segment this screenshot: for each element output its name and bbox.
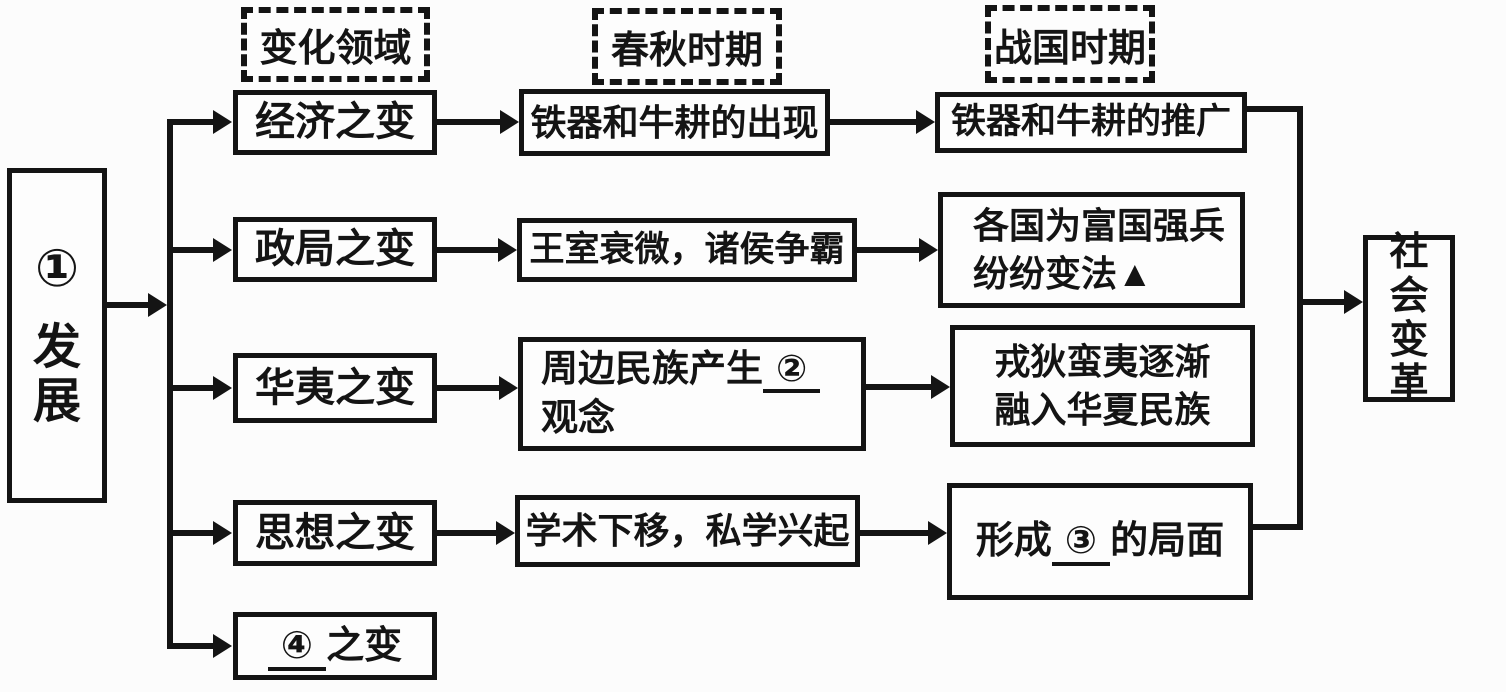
- arrowhead-branch-economy: [213, 110, 232, 134]
- connector-branch-politics: [167, 247, 213, 253]
- node-text: 纷纷变法▲: [973, 253, 1153, 294]
- arrowhead-branch-huayi: [213, 376, 232, 400]
- node-royal-decline-hegemony: 王室衰微，诸侯争霸: [517, 218, 857, 282]
- arrowhead-spring-to-warring-huayi: [931, 375, 950, 399]
- node-text: 各国为富国强兵: [973, 205, 1226, 247]
- node-huayi-change: 华夷之变: [233, 353, 437, 423]
- connector-spring-to-warring-economy: [830, 119, 916, 125]
- node-text: 周边民族产生: [541, 348, 763, 390]
- connector-spring-to-warring-huayi: [866, 384, 931, 390]
- header-warring-states-label: 战国时期: [993, 27, 1146, 70]
- arrowhead-spring-to-warring-economy: [916, 110, 935, 134]
- node-iron-ox-plough-appearance: 铁器和牛耕的出现: [519, 89, 830, 156]
- node-text: 之变: [326, 624, 403, 667]
- node-text: 政局之变: [255, 227, 415, 272]
- node-text: 铁器和牛耕的出现: [530, 101, 819, 143]
- node-text: 观念: [541, 397, 615, 438]
- connector-economy-to-spring: [437, 119, 500, 125]
- arrowhead-trunk-to-sink: [1344, 290, 1363, 314]
- header-spring-autumn-label: 春秋时期: [610, 30, 763, 72]
- connector-elbow-bottom-right: [1253, 524, 1303, 530]
- node-economy-change: 经济之变: [233, 90, 437, 155]
- source-marker: ①: [34, 239, 80, 298]
- connector-spring-to-warring-politics: [857, 247, 919, 253]
- node-text: 王室衰微，诸侯争霸: [529, 229, 845, 269]
- node-text: 思想之变: [255, 510, 415, 555]
- node-text: 华夷之变: [255, 365, 415, 410]
- arrowhead-branch-blank4: [213, 634, 232, 658]
- source-label: 发展: [33, 320, 82, 428]
- node-rongdi-merge-huaxia: 戎狄蛮夷逐渐融入华夏民族: [950, 325, 1255, 447]
- node-text: 学术下移，私学兴起: [525, 510, 850, 552]
- node-text: 的局面: [1110, 520, 1225, 563]
- node-social-transformation: 社会变革: [1363, 231, 1455, 405]
- node-text: 铁器和牛耕的推广: [950, 102, 1231, 142]
- connector-trunk-to-sink: [1297, 299, 1344, 305]
- connector-right-trunk: [1297, 106, 1303, 530]
- fill-in-blank: ④: [267, 626, 327, 671]
- arrowhead-spring-to-warring-politics: [919, 238, 938, 262]
- arrowhead-branch-politics: [213, 238, 232, 262]
- fill-in-blank: ③: [1051, 522, 1111, 567]
- connector-branch-thought: [167, 530, 213, 536]
- connector-left-trunk: [167, 119, 173, 649]
- node-iron-ox-plough-spread: 铁器和牛耕的推广: [935, 92, 1247, 153]
- node-text: 戎狄蛮夷逐渐: [994, 341, 1211, 383]
- arrowhead-economy-to-spring: [500, 110, 519, 134]
- header-warring-states-period: 战国时期: [985, 5, 1155, 83]
- arrowhead-branch-thought: [213, 521, 232, 545]
- connector-elbow-top-right: [1247, 106, 1303, 112]
- header-change-domains: 变化领域: [241, 7, 430, 82]
- node-text: 融入华夏民族: [994, 389, 1211, 430]
- header-change-domains-label: 变化领域: [259, 28, 412, 70]
- sink-label: 社会变革: [1389, 231, 1429, 406]
- connector-spring-to-warring-thought: [860, 530, 928, 536]
- connector-source-to-trunk: [107, 302, 148, 308]
- node-development-source: ① 发展: [7, 168, 107, 503]
- node-thought-change: 思想之变: [233, 500, 437, 566]
- connector-branch-huayi: [167, 385, 213, 391]
- connector-huayi-to-spring: [437, 385, 499, 391]
- arrowhead-thought-to-spring: [496, 521, 515, 545]
- node-politics-change: 政局之变: [233, 217, 437, 282]
- node-text: 形成: [975, 520, 1052, 563]
- connector-politics-to-spring: [437, 247, 498, 253]
- node-reform-for-wealth-power: 各国为富国强兵纷纷变法▲: [938, 192, 1245, 308]
- connector-thought-to-spring: [437, 530, 496, 536]
- arrowhead-spring-to-warring-thought: [928, 521, 947, 545]
- node-text: 经济之变: [255, 100, 415, 145]
- node-learning-private-schools: 学术下移，私学兴起: [515, 495, 860, 567]
- connector-branch-economy: [167, 119, 213, 125]
- arrowhead-politics-to-spring: [498, 238, 517, 262]
- arrowhead-huayi-to-spring: [499, 376, 518, 400]
- header-spring-autumn-period: 春秋时期: [592, 8, 782, 85]
- fill-in-blank: ②: [763, 349, 821, 394]
- arrowhead-source-to-trunk: [148, 293, 167, 317]
- connector-branch-blank4: [167, 643, 213, 649]
